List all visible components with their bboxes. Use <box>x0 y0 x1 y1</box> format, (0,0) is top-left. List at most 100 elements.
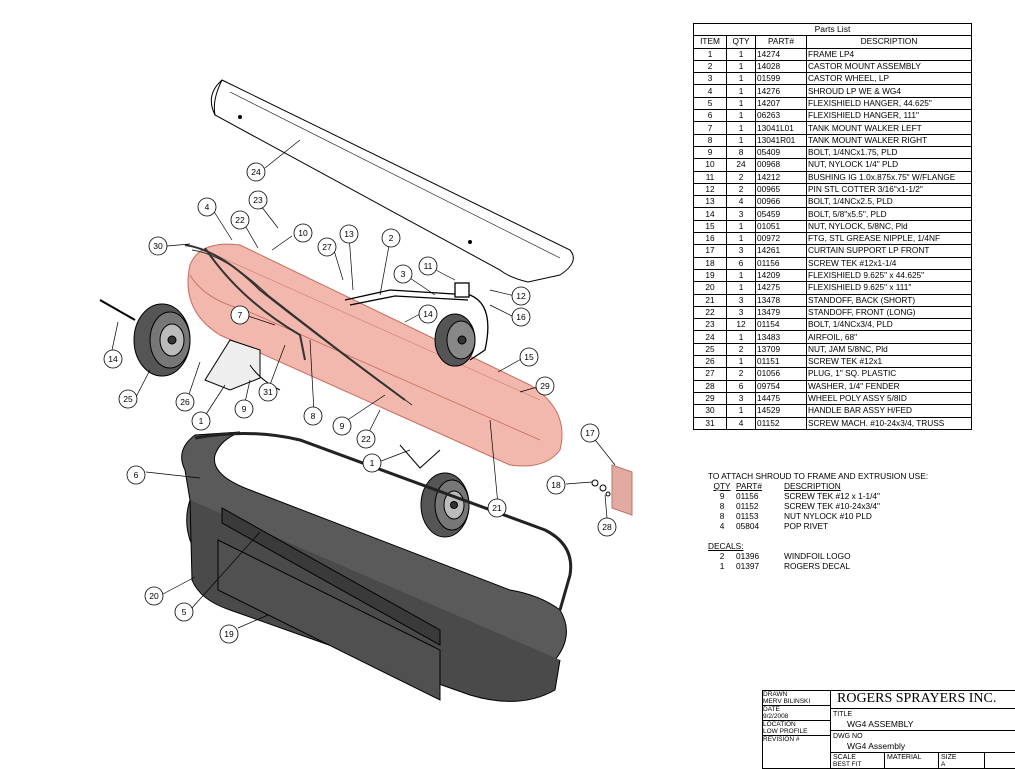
balloon-label: 26 <box>180 397 190 407</box>
item-cell: 9 <box>693 145 727 160</box>
description-cell: AIRFOIL, 68" <box>806 330 972 344</box>
item-cell: 18 <box>693 256 727 270</box>
qty-cell: 1 <box>726 355 756 369</box>
item-cell: 5 <box>693 96 727 111</box>
description-value: WINDFOIL LOGO <box>784 551 851 561</box>
item-cell: 12 <box>693 182 727 197</box>
balloon-16: 16 <box>511 307 531 327</box>
qty-cell: 1 <box>726 281 756 295</box>
balloon-label: 6 <box>134 470 139 480</box>
balloon-label: 23 <box>253 195 263 205</box>
item-cell: 2 <box>693 59 727 74</box>
balloon-22: 22 <box>230 210 250 230</box>
part-cell: 01599 <box>755 72 807 86</box>
description-value: SCREW TEK #10-24x3/4" <box>784 501 880 511</box>
part-cell: 13041R01 <box>755 133 807 147</box>
item-cell: 30 <box>693 404 727 418</box>
part-cell: 14275 <box>755 281 807 295</box>
balloon-label: 10 <box>298 228 308 238</box>
balloon-19: 19 <box>219 624 239 644</box>
parts-list-title: Parts List <box>693 22 972 37</box>
castor-wheel <box>434 313 476 367</box>
item-cell: 15 <box>693 219 727 234</box>
qty-cell: 1 <box>726 232 756 246</box>
description-cell: FTG, STL GREASE NIPPLE, 1/4NF <box>806 232 972 246</box>
qty-cell: 1 <box>726 72 756 86</box>
balloon-label: 29 <box>540 381 550 391</box>
balloon-label: 5 <box>182 607 187 617</box>
qty-cell: 2 <box>726 367 756 381</box>
balloon-8: 8 <box>303 406 323 426</box>
part-value: 05804 <box>736 521 760 531</box>
part-cell: 13709 <box>755 342 807 357</box>
qty-cell: 4 <box>726 416 756 430</box>
part-cell: 01156 <box>755 256 807 270</box>
balloon-15: 15 <box>519 347 539 367</box>
title-value: WG4 ASSEMBLY <box>847 719 914 729</box>
qty-cell: 3 <box>726 293 756 307</box>
part-value: 01156 <box>736 491 759 501</box>
item-cell: 4 <box>693 84 727 98</box>
qty-cell: 2 <box>726 170 756 184</box>
item-cell: 19 <box>693 268 727 283</box>
qty-cell: 1 <box>726 59 756 74</box>
qty-cell: 6 <box>726 379 756 393</box>
part-cell: 13483 <box>755 330 807 344</box>
part-cell: 01051 <box>755 219 807 234</box>
item-cell: 31 <box>693 416 727 430</box>
item-cell: 24 <box>693 330 727 344</box>
qty-value: 4 <box>719 521 725 531</box>
balloon-9: 9 <box>234 399 254 419</box>
balloon-label: 9 <box>242 404 247 414</box>
qty-cell: 3 <box>726 305 756 320</box>
attach-note-title: TO ATTACH SHROUD TO FRAME AND EXTRUSION … <box>708 471 929 481</box>
item-cell: 21 <box>693 293 727 307</box>
balloon-label: 19 <box>224 629 234 639</box>
item-cell: 10 <box>693 158 727 172</box>
balloon-31: 31 <box>258 382 278 402</box>
description-cell: NUT, NYLOCK 1/4" PLD <box>806 158 972 172</box>
qty-cell: 8 <box>726 145 756 160</box>
item-cell: 1 <box>693 47 727 61</box>
qty-cell: 2 <box>726 342 756 357</box>
castor-mount <box>344 282 489 361</box>
item-cell: 29 <box>693 391 727 406</box>
item-cell: 17 <box>693 244 727 258</box>
balloon-1: 1 <box>362 453 382 473</box>
description-cell: BUSHING IG 1.0x.875x.75" W/FLANGE <box>806 170 972 184</box>
balloon-5: 5 <box>174 602 194 622</box>
qty-cell: 6 <box>726 256 756 270</box>
balloon-label: 16 <box>516 312 526 322</box>
decals-title: DECALS: <box>708 541 744 551</box>
balloon-label: 22 <box>235 215 245 225</box>
attach-header-description: DESCRIPTION <box>784 481 841 491</box>
qty-value: 1 <box>719 561 725 571</box>
exploded-assembly-drawing: 2442322103027132113121671414152925261931… <box>99 79 633 702</box>
column-header-qty: QTY <box>726 35 756 49</box>
balloon-14: 14 <box>103 349 123 369</box>
description-value: ROGERS DECAL <box>784 561 850 571</box>
item-cell: 23 <box>693 318 727 332</box>
part-cell: 13041L01 <box>755 121 807 135</box>
description-cell: BOLT, 1/4NCx3/4, PLD <box>806 318 972 332</box>
part-cell: 00965 <box>755 182 807 197</box>
part-value: 01153 <box>736 511 759 521</box>
item-cell: 26 <box>693 355 727 369</box>
material-field: MATERIAL <box>885 753 939 769</box>
qty-cell: 1 <box>726 109 756 123</box>
balloon-3: 3 <box>393 264 413 284</box>
